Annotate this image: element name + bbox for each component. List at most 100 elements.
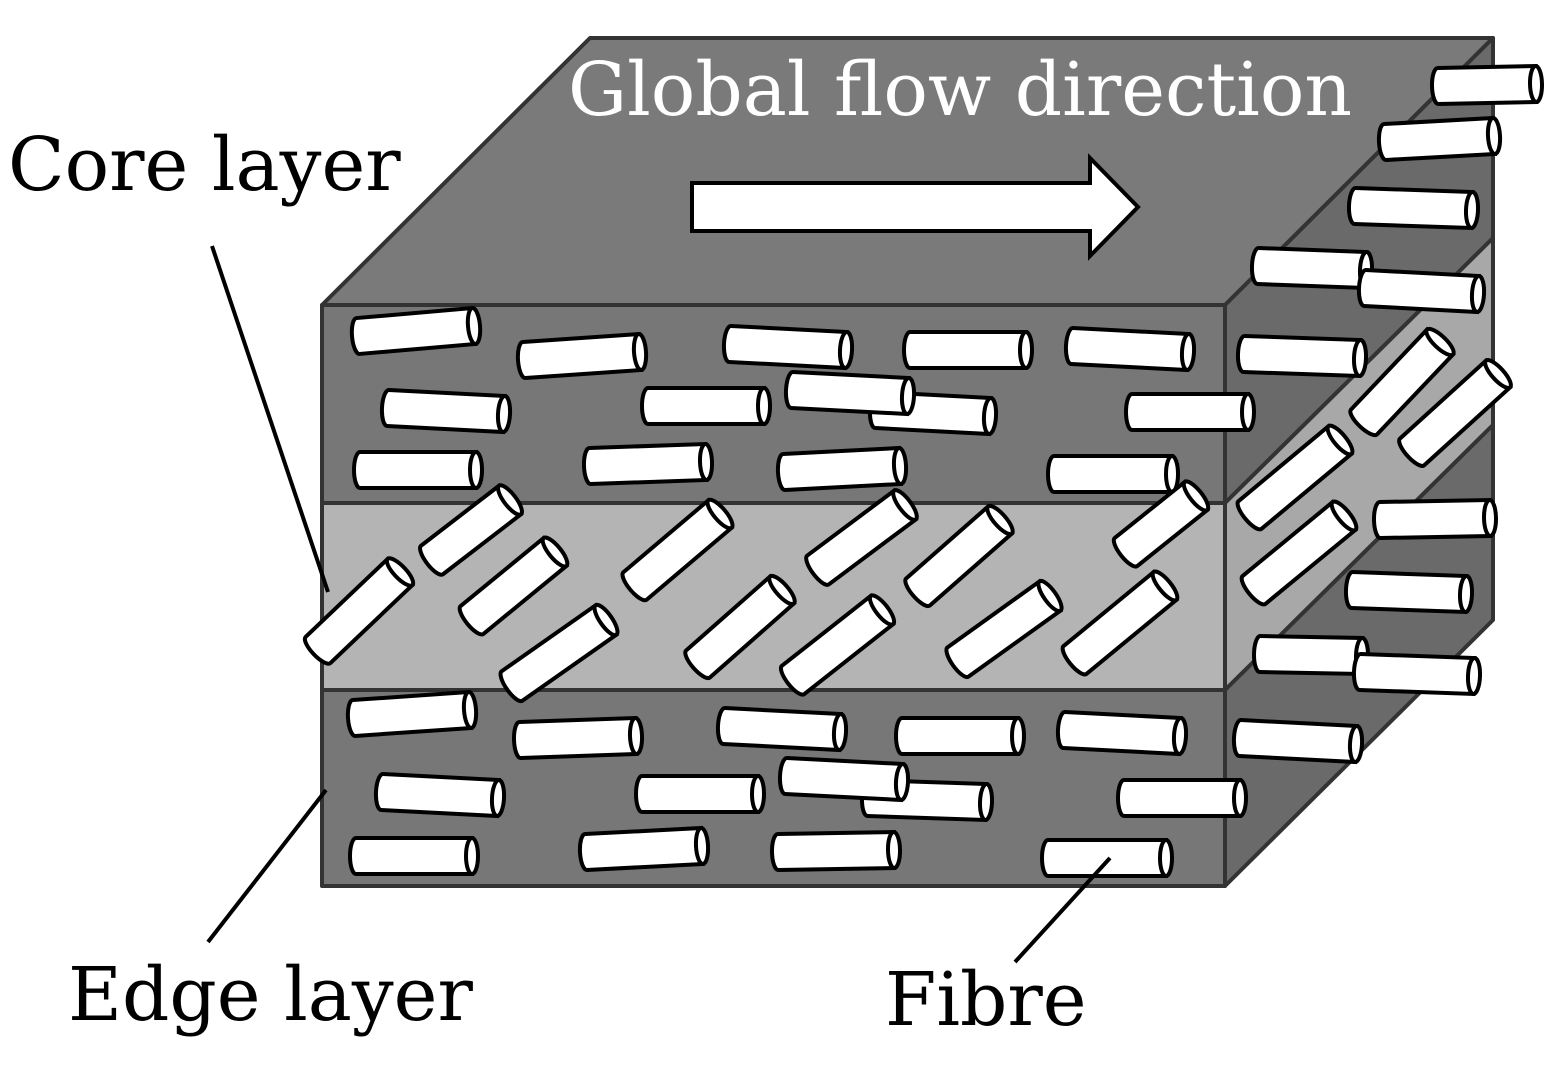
fibre-17 [1356,268,1482,315]
fibre-18 [1347,186,1475,231]
fibre-6 [379,388,508,435]
fibre-10 [1124,392,1250,432]
fibre-29 [903,503,1015,609]
fibre-end-cap-7 [756,386,772,426]
fibre-12 [582,441,709,486]
fibre-end-cap-41 [1171,716,1189,756]
fibre-end-cap-55 [1481,498,1499,538]
fibre-39 [715,706,844,753]
fibre-end-cap-53 [1465,656,1483,696]
fibre-end-cap-30 [1036,578,1064,614]
fibre-end-cap-37 [461,690,479,730]
fibre-end-cap-2 [631,332,649,372]
fibre-14 [1046,454,1174,494]
fibre-33 [1235,423,1355,532]
fibre-45 [777,756,906,803]
fibre-end-cap-51 [1347,724,1365,764]
edge-layer-leader-line [206,788,328,944]
fibre-20 [1430,63,1539,106]
fibre-42 [373,772,502,819]
fibre-1 [349,305,478,356]
fibre-27 [778,593,896,697]
fibre-end-cap-19 [1485,116,1503,156]
fibre-end-cap-25 [705,497,735,531]
fibre-37 [345,689,474,738]
fibre-label: Fibre [885,957,1087,1043]
fibre-15 [1236,334,1363,379]
fibre-21 [302,556,416,666]
fibre-leader-line [1013,856,1112,964]
fibre-end-cap-28 [891,488,919,522]
fibre-48 [577,825,706,872]
fibre-end-cap-36 [1483,358,1513,390]
fibre-3 [721,324,850,371]
fibre-35 [1348,326,1456,438]
fibre-4 [902,330,1028,370]
fibre-46 [1116,778,1242,818]
core-layer-label: Core layer [8,122,401,208]
fibre-31 [1060,569,1180,677]
fibre-end-cap-33 [1325,423,1355,457]
fibre-2 [515,331,644,380]
fibre-end-cap-35 [1424,326,1456,358]
fibre-end-cap-12 [697,442,715,482]
fibre-end-cap-26 [767,573,797,607]
fibre-end-cap-46 [1232,778,1248,818]
fibre-group [302,63,1545,878]
fibre-end-cap-44 [977,782,995,822]
fibre-end-cap-34 [1329,499,1359,533]
edge-layer-label: Edge layer [68,952,473,1038]
fibre-end-cap-24 [592,602,620,638]
fibre-55 [1372,497,1493,540]
fibre-end-cap-21 [384,556,416,588]
core-layer-leader-line [210,245,330,593]
fibre-26 [683,573,797,681]
fibre-54 [1343,570,1469,615]
fibre-end-cap-11 [468,450,484,490]
fibre-9 [783,370,912,417]
fibre-end-cap-6 [495,394,513,434]
fibre-end-cap-29 [985,503,1015,537]
fibre-23 [457,535,570,637]
fibre-53 [1351,652,1477,697]
fibre-end-cap-39 [831,712,849,752]
fibre-end-cap-20 [1527,64,1545,104]
fibre-end-cap-23 [540,535,570,569]
fibre-25 [620,497,735,603]
fibre-43 [634,774,760,814]
fibre-19 [1376,115,1498,162]
fibre-end-cap-48 [693,826,711,866]
fibre-end-cap-3 [837,330,855,370]
fibre-36 [1397,357,1513,468]
fibre-40 [894,716,1020,756]
fibre-51 [1231,718,1360,765]
fibre-end-cap-8 [981,396,999,436]
fibre-5 [1063,326,1192,373]
fibre-end-cap-22 [496,483,524,517]
fibre-end-cap-54 [1457,574,1475,614]
fibre-end-cap-13 [891,446,909,486]
fibre-end-cap-27 [867,593,897,627]
fibre-end-cap-4 [1018,330,1034,370]
fibre-end-cap-45 [893,762,911,802]
fibre-41 [1055,710,1184,757]
fibre-38 [512,715,639,760]
fibre-end-cap-31 [1150,569,1180,603]
fibre-end-cap-10 [1240,392,1256,432]
fibre-end-cap-5 [1179,332,1197,372]
fibre-47 [348,836,474,876]
fibre-end-cap-9 [899,376,917,416]
fibre-22 [418,482,524,577]
fibre-end-cap-18 [1463,190,1481,230]
fibre-28 [804,487,919,587]
fibre-7 [640,386,766,426]
fibre-end-cap-50 [1158,838,1174,878]
fibre-end-cap-17 [1469,274,1487,314]
fibre-11 [352,450,478,490]
fibre-52 [1252,634,1365,677]
fibre-end-cap-47 [464,836,480,876]
fibre-end-cap-42 [489,778,507,818]
flow-direction-arrow [690,153,1141,261]
fibre-16 [1249,246,1369,291]
